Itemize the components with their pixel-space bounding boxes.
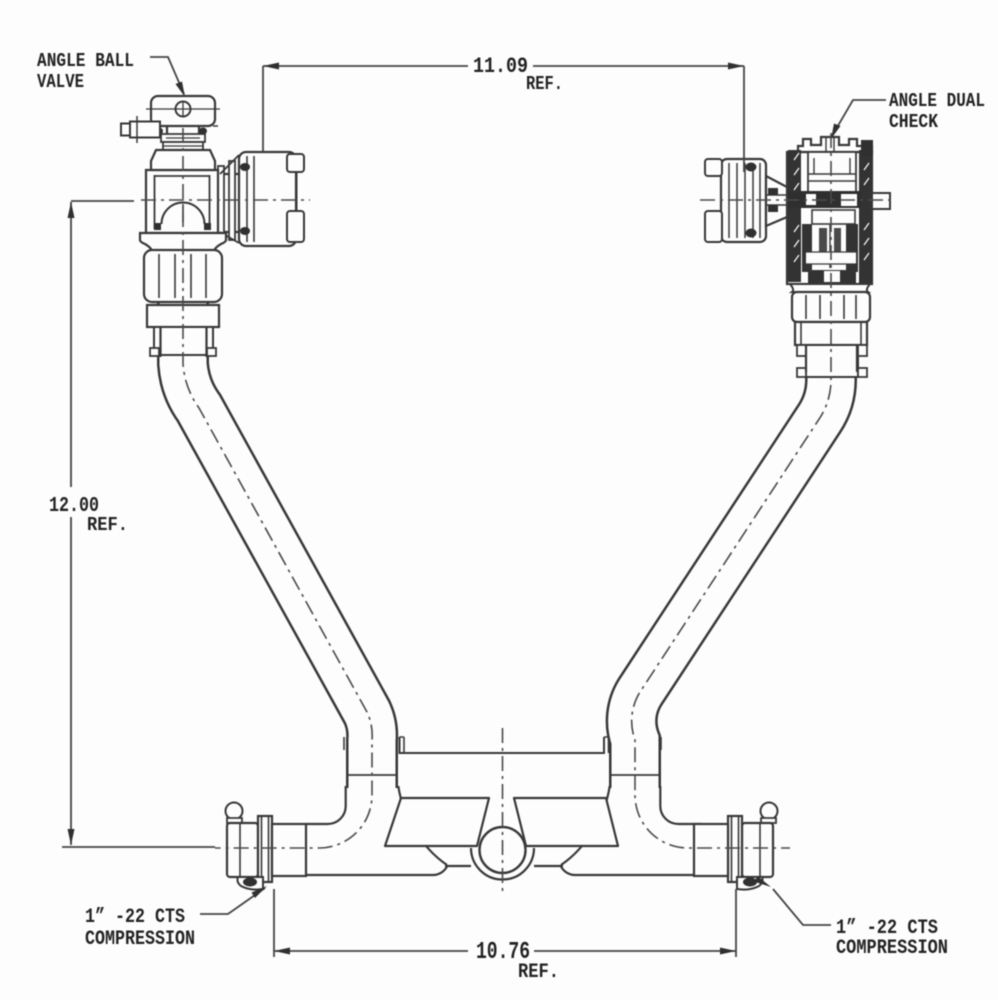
svg-text:ANGLE DUAL: ANGLE DUAL (889, 90, 985, 112)
svg-text:ANGLE BALL: ANGLE BALL (37, 50, 134, 72)
svg-text:REF.: REF. (87, 514, 128, 536)
svg-text:CHECK: CHECK (889, 111, 939, 133)
svg-text:1” -22 CTS: 1” -22 CTS (85, 906, 185, 929)
svg-text:REF.: REF. (518, 961, 559, 984)
svg-text:REF.: REF. (526, 73, 563, 95)
svg-text:12.00: 12.00 (49, 495, 99, 518)
svg-text:VALVE: VALVE (37, 71, 84, 93)
svg-text:COMPRESSION: COMPRESSION (85, 928, 195, 951)
svg-text:11.09: 11.09 (473, 54, 528, 79)
svg-text:COMPRESSION: COMPRESSION (836, 937, 948, 960)
svg-text:10.76: 10.76 (476, 939, 530, 966)
svg-text:1” -22 CTS: 1” -22 CTS (836, 917, 938, 940)
